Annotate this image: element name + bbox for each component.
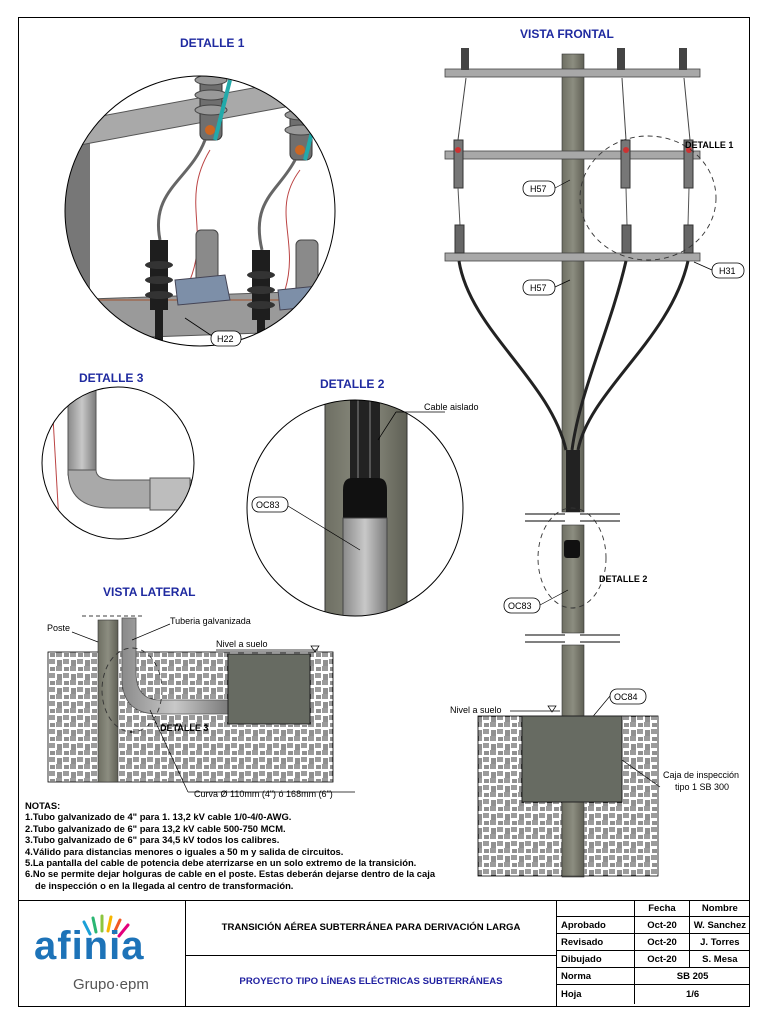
- detalle3-ref: DETALLE 3: [160, 723, 208, 733]
- note-4: 4.Válido para distancias menores o igual…: [25, 845, 344, 857]
- row-fecha: Oct-20: [634, 933, 690, 951]
- tuberia-label: Tuberia galvanizada: [170, 616, 251, 626]
- tag-h57-lower: H57: [530, 283, 547, 293]
- title-block: afinia Grupo·epm TRANSICIÓN AÉREA SUBTER…: [18, 900, 750, 1007]
- lateral-box: [227, 653, 311, 725]
- nivel-suelo-front: Nivel a suelo: [450, 705, 502, 715]
- tag-h57-upper: H57: [530, 184, 547, 194]
- vista-lateral-title: VISTA LATERAL: [103, 585, 195, 599]
- tag-oc84: OC84: [614, 692, 638, 702]
- drawing-title: TRANSICIÓN AÉREA SUBTERRÁNEA PARA DERIVA…: [186, 900, 557, 956]
- row-nombre: J. Torres: [688, 933, 750, 951]
- detalle3-title: DETALLE 3: [79, 371, 144, 385]
- caja-label-2: tipo 1 SB 300: [675, 782, 729, 792]
- detalle2-title: DETALLE 2: [320, 377, 385, 391]
- row-role: Revisado: [555, 933, 636, 951]
- logo-text: afinia: [34, 924, 145, 968]
- col-nombre: Nombre: [688, 900, 750, 917]
- notes-heading: NOTAS:: [25, 800, 61, 811]
- tag-h31: H31: [719, 266, 736, 276]
- nivel-suelo-lateral: Nivel a suelo: [216, 639, 268, 649]
- tag-h22: H22: [217, 334, 234, 344]
- norma-value: SB 205: [634, 967, 750, 985]
- detalle1-title: DETALLE 1: [180, 36, 245, 50]
- row-nombre: W. Sanchez: [688, 916, 750, 934]
- row-role: Aprobado: [555, 916, 636, 934]
- logo-sub: Grupo·epm: [73, 976, 149, 993]
- front-terminals: [454, 224, 694, 254]
- note-2: 2.Tubo galvanizado de 6" para 13,2 kV ca…: [25, 822, 286, 834]
- row-role: Dibujado: [555, 950, 636, 968]
- lateral-pole: [97, 619, 119, 783]
- detalle1-ref: DETALLE 1: [685, 140, 733, 150]
- approval-table: Fecha Nombre Aprobado Oct-20 W. Sanchez …: [555, 900, 750, 1004]
- notes: NOTAS: 1.Tubo galvanizado de 4" para 1. …: [25, 800, 475, 891]
- hoja-label: Hoja: [555, 984, 636, 1004]
- detalle2-ref: DETALLE 2: [599, 574, 647, 584]
- row-nombre: S. Mesa: [688, 950, 750, 968]
- top-insulators: [461, 48, 687, 70]
- tag-oc83-front: OC83: [508, 601, 532, 611]
- note-3: 3.Tubo galvanizado de 6" para 34,5 kV to…: [25, 834, 280, 846]
- norma-label: Norma: [555, 967, 636, 985]
- company-logo: afinia Grupo·epm: [18, 900, 186, 1007]
- cross-arms: [444, 68, 701, 262]
- poste-label: Poste: [47, 623, 70, 633]
- col-fecha: Fecha: [634, 900, 690, 917]
- vista-frontal-title: VISTA FRONTAL: [520, 27, 614, 41]
- tag-oc83-detail: OC83: [256, 500, 280, 510]
- row-fecha: Oct-20: [634, 950, 690, 968]
- drawing-sheet: [18, 17, 750, 1007]
- front-cables: [457, 260, 690, 451]
- tag-h22-box: [210, 330, 242, 347]
- note-6: 6.No se permite dejar holguras de cable …: [25, 868, 436, 880]
- hoja-value: 1/6: [634, 984, 750, 1004]
- note-6-cont: de inspección o en la llegada al centro …: [35, 879, 294, 891]
- detalle1-circle: [64, 75, 336, 347]
- project-title: PROYECTO TIPO LÍNEAS ELÉCTRICAS SUBTERRÁ…: [186, 956, 557, 1007]
- curva-label: Curva Ø 110mm (4") ó 168mm (6"): [194, 789, 333, 799]
- inspection-box: [521, 715, 623, 803]
- caja-label-1: Caja de inspección: [663, 770, 739, 780]
- note-5: 5.La pantalla del cable de potencia debe…: [25, 857, 417, 869]
- cable-aislado-label: Cable aislado: [424, 402, 479, 412]
- logo-mark-icon: [82, 914, 130, 938]
- row-fecha: Oct-20: [634, 916, 690, 934]
- detalle1-view: [65, 76, 335, 346]
- note-1: 1.Tubo galvanizado de 4" para 1. 13,2 kV…: [25, 811, 292, 823]
